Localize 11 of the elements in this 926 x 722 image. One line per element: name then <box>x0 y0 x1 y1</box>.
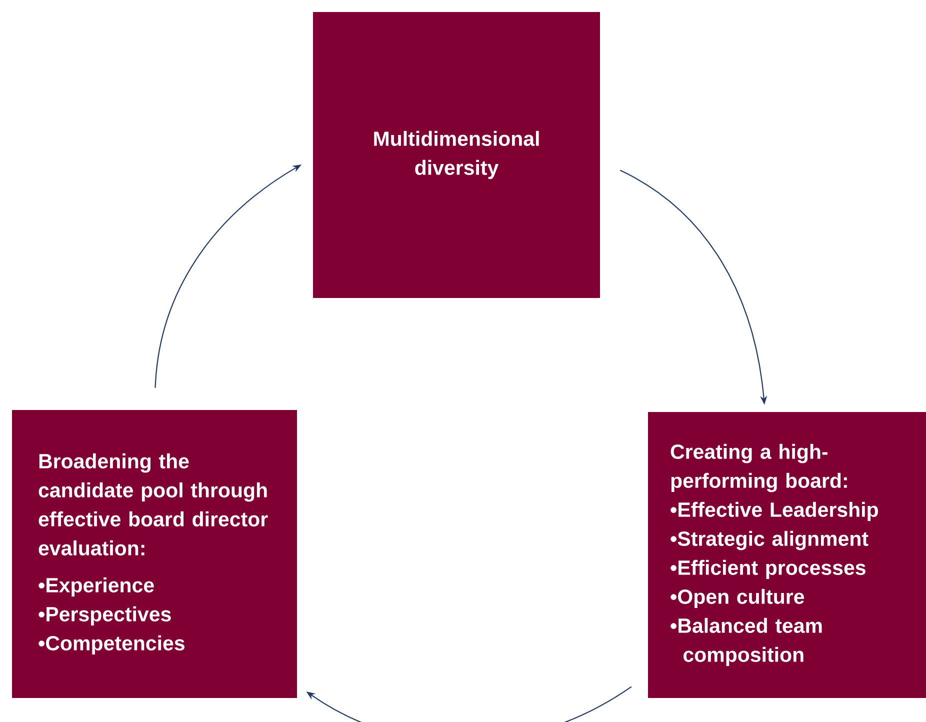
box-heading: Broadening the candidate pool through effective board director evaluation: <box>38 453 268 556</box>
bullet-item: •Strategic alignment <box>670 530 868 550</box>
box-heading: Creating a high-performing board: <box>670 444 847 492</box>
bullet-item: •Open culture <box>670 588 804 608</box>
bullet-item: •Effective Leadership <box>670 502 878 522</box>
bullet-item: •Efficient processes <box>670 560 866 580</box>
bullet-item: •Experience <box>38 577 154 597</box>
bullet-item: •Perspectives <box>38 606 171 626</box>
bullet-item: •Balanced team composition <box>670 618 822 666</box>
box-heading: Multidimensional diversity <box>374 130 539 180</box>
bullet-item: •Competencies <box>38 635 184 655</box>
